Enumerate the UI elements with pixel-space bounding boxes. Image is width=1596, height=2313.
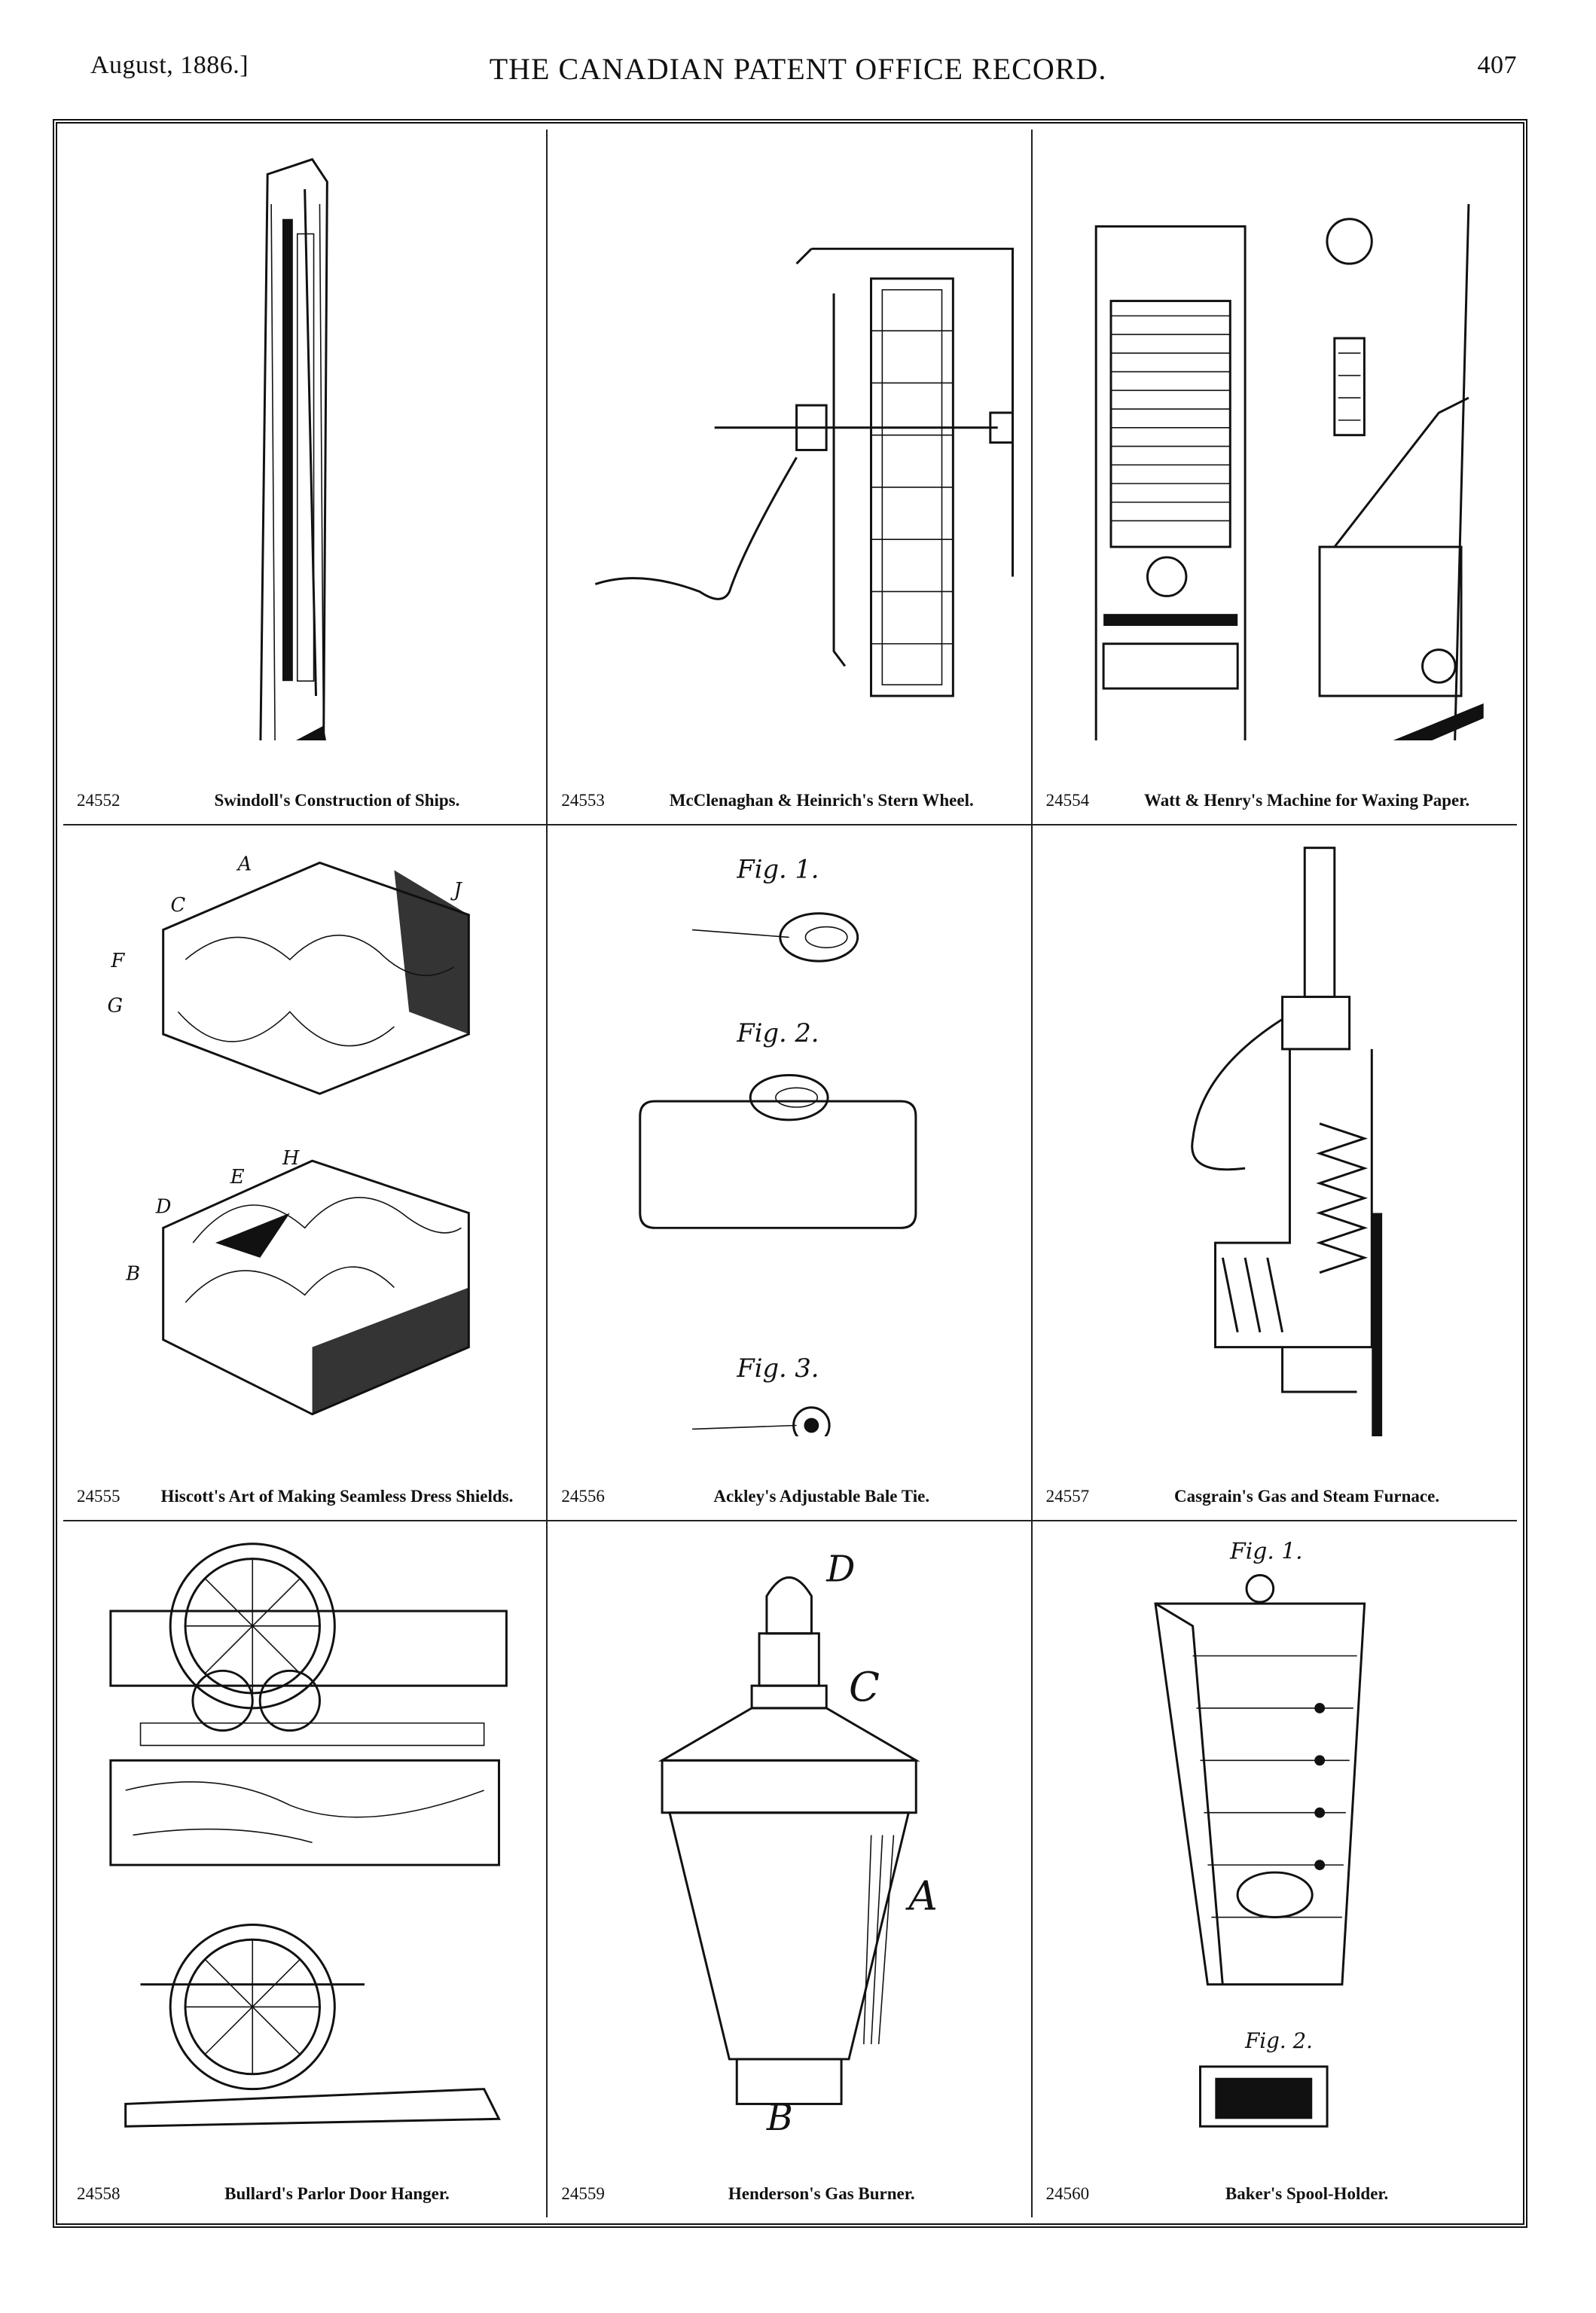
waxing-machine-drawing (1094, 203, 1484, 741)
figure-label: Fig. 2. (737, 1018, 819, 1048)
patent-title: Henderson's Gas Burner. (728, 2183, 915, 2203)
ship-construction-drawing (259, 157, 328, 741)
figure-label: J (450, 879, 463, 902)
patent-cell-24553: 24553 McClenaghan & Heinrich's Stern Whe… (548, 130, 1033, 825)
caption: 24554 Watt & Henry's Machine for Waxing … (1046, 791, 1503, 810)
patent-number: 24556 (561, 1486, 605, 1506)
caption: 24555 Hiscott's Art of Making Seamless D… (77, 1487, 533, 1506)
patent-title: Hiscott's Art of Making Seamless Dress S… (160, 1486, 514, 1506)
patent-cell-24554: 24554 Watt & Henry's Machine for Waxing … (1032, 130, 1517, 825)
figure-label: B (125, 1263, 140, 1286)
furnace-drawing (1190, 847, 1382, 1437)
plate-frame: 24552 Swindoll's Construction of Ships. … (53, 119, 1527, 2228)
patent-title: Bullard's Parlor Door Hanger. (224, 2183, 450, 2203)
figure-label: D (155, 1196, 172, 1219)
patent-cell-24557: 24557 Casgrain's Gas and Steam Furnace. (1032, 825, 1517, 1521)
figure-label: B (766, 2098, 793, 2134)
patent-cell-24552: 24552 Swindoll's Construction of Ships. (63, 130, 548, 825)
figure-label: Fig. 2. (1244, 2028, 1313, 2053)
figure-label: Fig. 3. (737, 1353, 819, 1383)
figure-label: E (230, 1166, 245, 1189)
figure-label: H (282, 1147, 300, 1170)
figure-label: G (107, 994, 123, 1017)
figure-label: C (849, 1663, 880, 1710)
caption: 24553 McClenaghan & Heinrich's Stern Whe… (561, 791, 1017, 810)
figure-label: A (237, 853, 252, 875)
caption: 24559 Henderson's Gas Burner. (561, 2184, 1017, 2204)
patent-title: Ackley's Adjustable Bale Tie. (713, 1486, 930, 1506)
door-hanger-drawing (109, 1543, 508, 2128)
gas-burner-drawing: D C A B (658, 1549, 938, 2134)
patent-cell-24558: 24558 Bullard's Parlor Door Hanger. (63, 1521, 548, 2217)
patent-cell-24559: D C A B 24559 Henderson's Gas Burner. (548, 1521, 1033, 2217)
patent-number: 24552 (77, 790, 121, 810)
patent-number: 24560 (1045, 2183, 1090, 2203)
patent-cell-24556: Fig. 1. Fig. 2. Fig. 3. 24556 Ackley's A… (548, 825, 1033, 1521)
figure-label: A (905, 1872, 938, 1920)
figure-label: D (826, 1549, 856, 1590)
patent-grid: 24552 Swindoll's Construction of Ships. … (63, 130, 1517, 2217)
figure-label: Fig. 1. (1229, 1539, 1302, 1565)
patent-title: Watt & Henry's Machine for Waxing Paper. (1144, 790, 1470, 810)
issue-date: August, 1886.] (90, 51, 249, 79)
patent-title: Swindoll's Construction of Ships. (214, 790, 460, 810)
figure-label: Fig. 1. (737, 854, 819, 883)
patent-number: 24554 (1045, 790, 1090, 810)
patent-title: Baker's Spool-Holder. (1225, 2183, 1389, 2203)
caption: 24557 Casgrain's Gas and Steam Furnace. (1046, 1487, 1503, 1506)
figure-label: C (171, 894, 186, 917)
caption: 24560 Baker's Spool-Holder. (1046, 2184, 1503, 2204)
patent-number: 24555 (77, 1486, 121, 1506)
caption: 24556 Ackley's Adjustable Bale Tie. (561, 1487, 1017, 1506)
caption: 24558 Bullard's Parlor Door Hanger. (77, 2184, 533, 2204)
bale-tie-drawing: Fig. 1. Fig. 2. Fig. 3. (639, 854, 917, 1437)
stern-wheel-drawing (595, 247, 1015, 697)
figure-label: F (110, 950, 125, 972)
patent-cell-24555: A C F G J E H D B 24555 Hiscott's Art of… (63, 825, 548, 1521)
caption: 24552 Swindoll's Construction of Ships. (77, 791, 533, 810)
patent-number: 24559 (561, 2183, 605, 2203)
spool-holder-drawing: Fig. 1. Fig. 2. (1153, 1539, 1366, 2128)
patent-title: Casgrain's Gas and Steam Furnace. (1174, 1486, 1440, 1506)
dress-shield-drawing: A C F G J E H D B (107, 853, 470, 1416)
patent-number: 24558 (77, 2183, 121, 2203)
page-number: 407 (1477, 51, 1517, 79)
patent-title: McClenaghan & Heinrich's Stern Wheel. (669, 790, 974, 810)
publication-title: THE CANADIAN PATENT OFFICE RECORD. (489, 52, 1107, 86)
patent-number: 24557 (1045, 1486, 1090, 1506)
patent-number: 24553 (561, 790, 605, 810)
patent-cell-24560: Fig. 1. Fig. 2. 24560 Baker's Spool-Hold… (1033, 1521, 1517, 2217)
page-header: August, 1886.] THE CANADIAN PATENT OFFIC… (0, 51, 1596, 96)
